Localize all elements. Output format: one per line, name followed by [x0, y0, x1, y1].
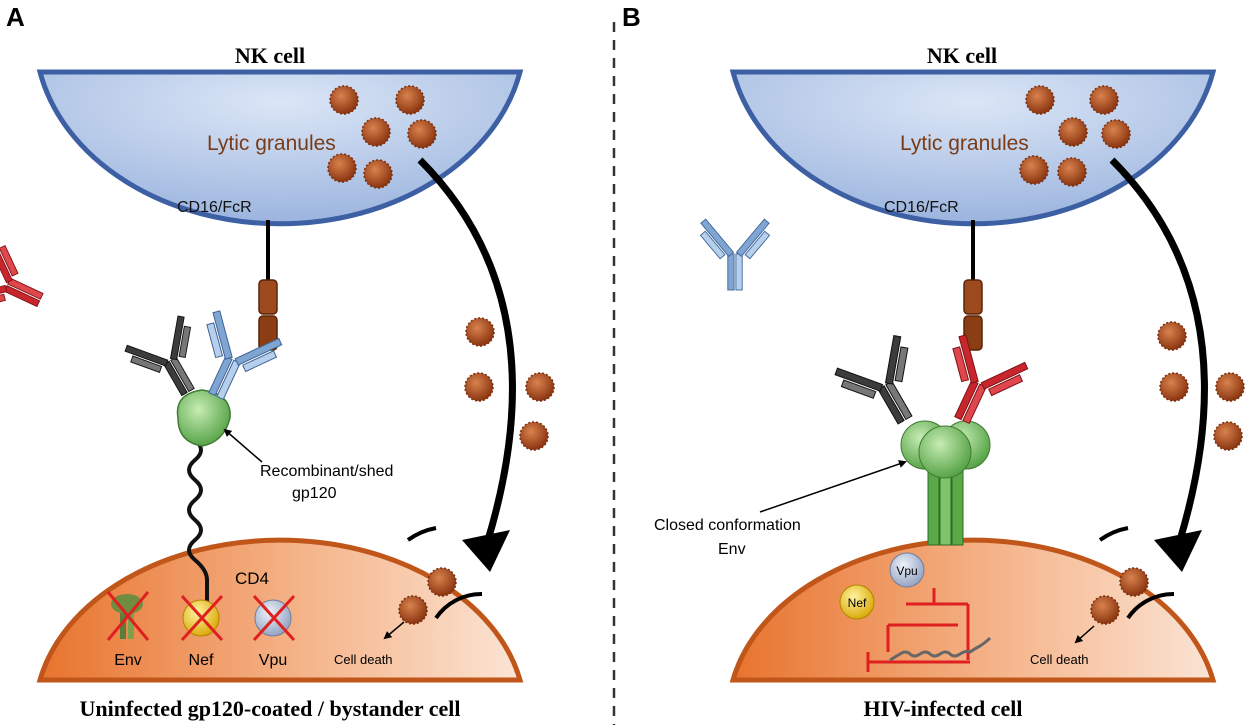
- panel-a: A NK cell Lytic granules CD16/FcR Recomb…: [0, 2, 555, 721]
- arrowhead-a: [462, 530, 510, 572]
- granule: [1057, 157, 1087, 187]
- granule: [1089, 85, 1119, 115]
- cell-death-label-b: Cell death: [1030, 652, 1089, 667]
- granule: [1090, 595, 1120, 625]
- cd16-label-b: CD16/FcR: [884, 199, 959, 216]
- granule: [525, 372, 555, 402]
- lytic-granules-label-a: Lytic granules: [207, 132, 336, 155]
- nef-absent-icon: [180, 594, 224, 642]
- nef-label-b: Nef: [848, 596, 867, 610]
- granule: [1058, 117, 1088, 147]
- vpu-icon: [889, 552, 925, 588]
- env-label-b-line2: Env: [718, 541, 746, 558]
- degranulation-arrow-b: [1109, 157, 1208, 542]
- caption-a: Uninfected gp120-coated / bystander cell: [80, 696, 461, 721]
- gp120-protein-a: [176, 389, 231, 447]
- env-pointer-b: [759, 460, 907, 513]
- granule: [327, 153, 357, 183]
- gp120-pointer-a: [223, 428, 263, 463]
- nk-cell-title-b: NK cell: [927, 43, 997, 68]
- granule: [1159, 372, 1189, 402]
- free-antibody-blue-b: [694, 218, 776, 291]
- cd4-label: CD4: [235, 569, 269, 588]
- arrowhead-b: [1154, 530, 1202, 572]
- granule: [427, 567, 457, 597]
- cd4-receptor-b: [889, 636, 992, 662]
- granule: [361, 117, 391, 147]
- cell-death-label-a: Cell death: [334, 652, 393, 667]
- degranulation-arrow-a: [417, 157, 516, 542]
- nk-cell-b: [729, 69, 1217, 227]
- free-antibody-red-a: [0, 233, 58, 338]
- caption-b: HIV-infected cell: [863, 696, 1022, 721]
- granule: [329, 85, 359, 115]
- gp120-label-a-line2: gp120: [292, 485, 337, 502]
- granule: [363, 159, 393, 189]
- pore-a: [406, 526, 437, 542]
- env-label-a: Env: [114, 652, 142, 669]
- cd16-label-a: CD16/FcR: [177, 199, 252, 216]
- granule: [407, 119, 437, 149]
- vpu-absent-icon: [252, 594, 296, 642]
- gp120-label-a: Recombinant/shed: [260, 463, 393, 480]
- granule: [464, 372, 494, 402]
- cd16-receptor-b: [962, 218, 984, 352]
- granule: [1213, 421, 1243, 451]
- granule: [1215, 372, 1245, 402]
- env-absent-icon: [106, 591, 150, 641]
- granule: [465, 317, 495, 347]
- panel-b-letter: B: [622, 2, 641, 32]
- lytic-granules-label-b: Lytic granules: [900, 132, 1029, 155]
- pore-b-lower: [1126, 591, 1175, 620]
- cd4-tether: [187, 418, 209, 614]
- granule: [1019, 155, 1049, 185]
- nef-label-a: Nef: [189, 652, 214, 669]
- target-cell-b: [729, 537, 1217, 683]
- pore-b: [1098, 526, 1129, 542]
- death-pointer-a: [383, 621, 405, 640]
- granule: [395, 85, 425, 115]
- vpu-label-a: Vpu: [259, 652, 287, 669]
- closed-env-trimer: [900, 420, 991, 546]
- granule: [1119, 567, 1149, 597]
- cd16-receptor-a: [257, 218, 279, 352]
- granule: [398, 595, 428, 625]
- granule: [519, 421, 549, 451]
- panel-a-letter: A: [6, 2, 25, 32]
- nk-cell-title-a: NK cell: [235, 43, 305, 68]
- death-pointer-b: [1074, 625, 1095, 644]
- granule: [1157, 321, 1187, 351]
- panel-b: B NK cell Lytic granules CD16/FcR Closed: [622, 2, 1245, 721]
- pore-a-lower: [434, 591, 483, 620]
- env-label-b: Closed conformation: [654, 517, 801, 534]
- granule: [1101, 119, 1131, 149]
- nef-icon: [839, 584, 875, 620]
- vpu-label-b: Vpu: [896, 564, 917, 578]
- granule: [1025, 85, 1055, 115]
